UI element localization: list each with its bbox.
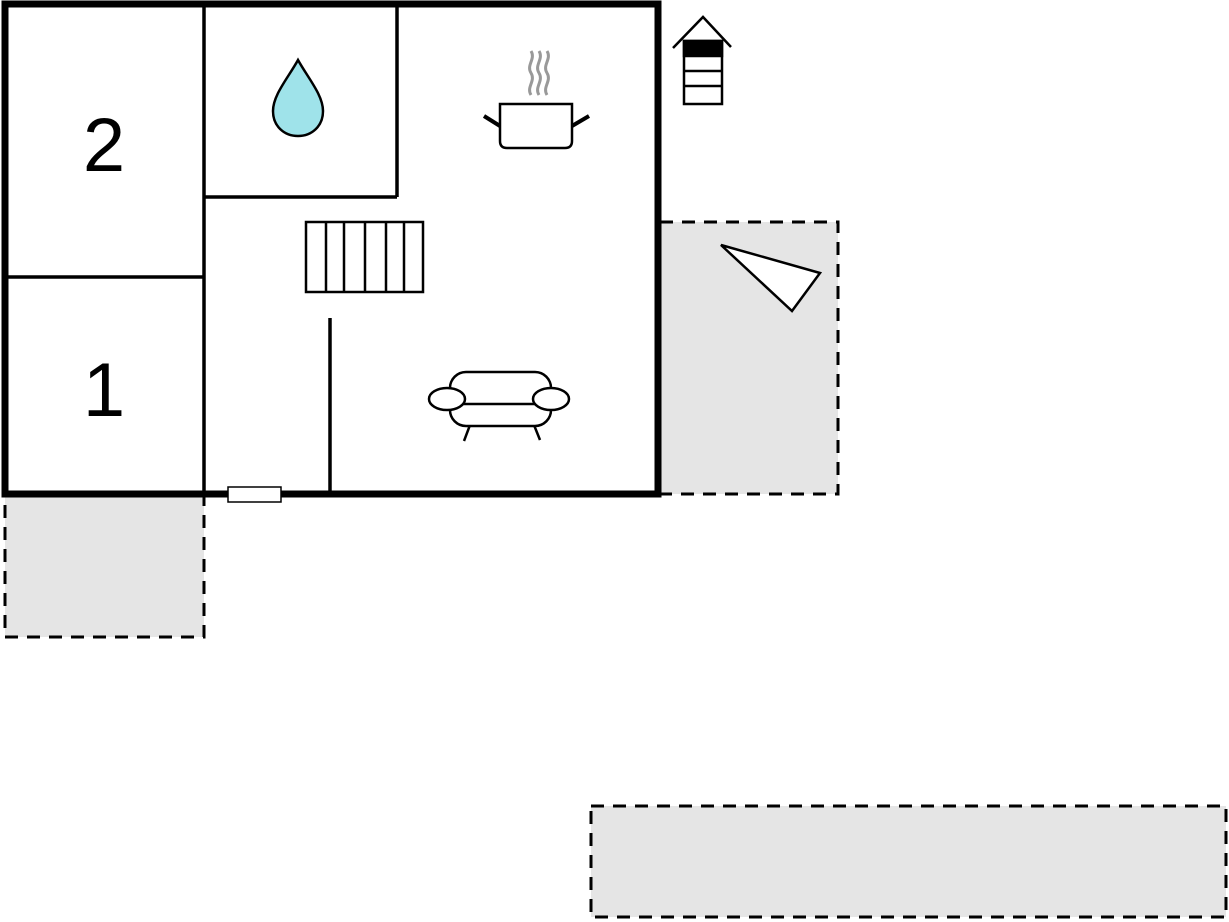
water-drop-icon bbox=[271, 57, 325, 138]
outer-wall bbox=[1, 0, 662, 498]
staircase-icon bbox=[304, 220, 425, 294]
entrance-door bbox=[227, 486, 282, 503]
room-label-2: 2 bbox=[83, 103, 125, 188]
north-arrow-icon bbox=[672, 15, 732, 106]
terrace-south bbox=[589, 804, 1228, 919]
cooking-pot-icon bbox=[482, 50, 591, 150]
sofa-icon bbox=[427, 370, 571, 442]
terrace-south-west bbox=[3, 492, 206, 639]
room-label-1: 1 bbox=[83, 348, 125, 433]
inner-walls bbox=[5, 4, 399, 494]
compass-triangle-icon bbox=[720, 243, 823, 313]
